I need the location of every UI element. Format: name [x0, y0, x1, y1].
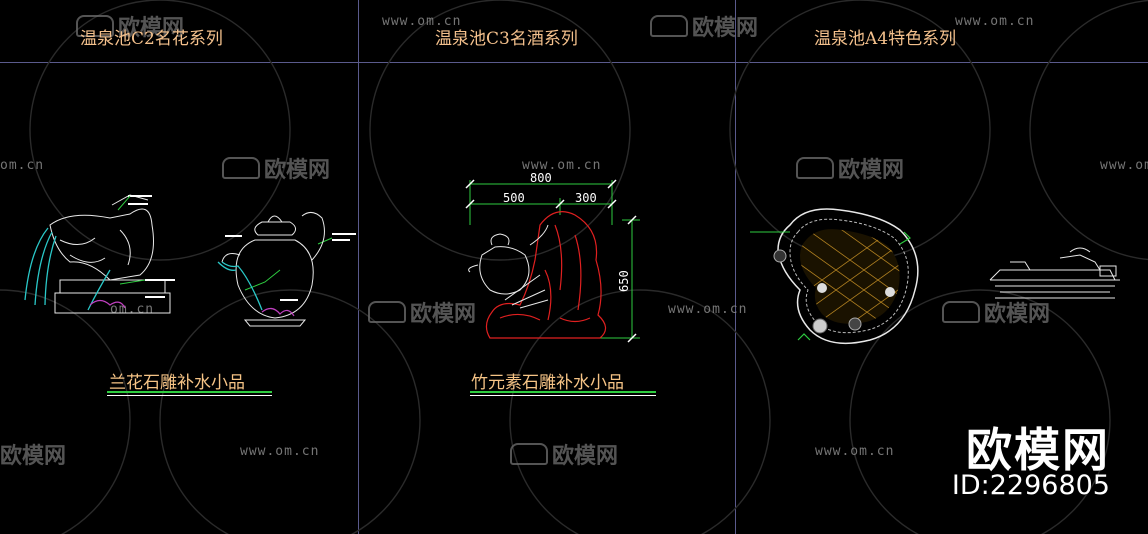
sofa-icon [368, 301, 406, 323]
dimension-total: 800 [530, 171, 552, 185]
watermark-url: www.om.cn [668, 302, 748, 317]
brand-id: ID:2296805 [951, 470, 1110, 501]
watermark-url: www.om.cn [382, 14, 462, 29]
brand-logo-text: 欧模网 [966, 423, 1110, 477]
panel-title-c3: 温泉池C3名酒系列 [435, 29, 578, 49]
dimension-ticks [465, 179, 637, 343]
watermark-url: om.cn [0, 158, 45, 173]
watermark-url: www.om.cn [955, 14, 1035, 29]
dimension-left: 500 [503, 191, 525, 205]
panel-title-a4: 温泉池A4特色系列 [814, 29, 957, 49]
watermark-url: www.om.cn [522, 158, 602, 173]
teapot-water [217, 261, 263, 311]
bamboo-pot [468, 224, 549, 309]
frame-divider-1 [358, 0, 359, 534]
watermark-logo: 欧模网 [0, 444, 67, 469]
caption-underline [107, 391, 272, 393]
caption-orchid-fountain: 兰花石雕补水小品 [109, 373, 245, 393]
teapot-flowers [261, 307, 295, 317]
caption-underline-thin [107, 395, 272, 396]
caption-underline [470, 391, 656, 393]
watermark-logo: 欧模网 [942, 296, 1050, 328]
sofa-icon [510, 443, 548, 465]
sofa-icon [222, 157, 260, 179]
dimension-lines [469, 180, 640, 339]
orchid-fountain-drawing [49, 194, 175, 314]
sofa-icon [942, 301, 980, 323]
dimension-right: 300 [575, 191, 597, 205]
rock-sculpture [485, 211, 607, 339]
watermark-url: www.om.cn [815, 444, 895, 459]
panel-title-c2: 温泉池C2名花系列 [80, 29, 223, 49]
watermark-logo: 欧模网 [368, 296, 476, 328]
water-spray [24, 227, 111, 311]
watermark-logo: 欧模网 [510, 438, 618, 470]
orchid-flowers [89, 299, 126, 309]
caption-underline-thin [470, 395, 656, 396]
watermark-logo: 欧模网 [76, 10, 184, 42]
teapot-fountain-drawing [221, 212, 356, 327]
watermark-url: www.om.cn [1100, 158, 1148, 173]
pool-plan [750, 208, 919, 345]
pool-section [989, 247, 1120, 299]
watermark-url: www.om.cn [240, 444, 320, 459]
sofa-icon [76, 15, 114, 37]
sofa-icon [796, 157, 834, 179]
sofa-icon [650, 15, 688, 37]
pool-grid [800, 229, 900, 324]
watermark-logo: 欧模网 [222, 152, 330, 184]
watermark-logo: 欧模网 [796, 152, 904, 184]
caption-bamboo-fountain: 竹元素石雕补水小品 [471, 373, 624, 393]
frame-top-line [0, 62, 1148, 63]
dimension-height: 650 [617, 270, 631, 292]
watermark-logo: 欧模网 [650, 10, 758, 42]
frame-divider-2 [735, 0, 736, 534]
